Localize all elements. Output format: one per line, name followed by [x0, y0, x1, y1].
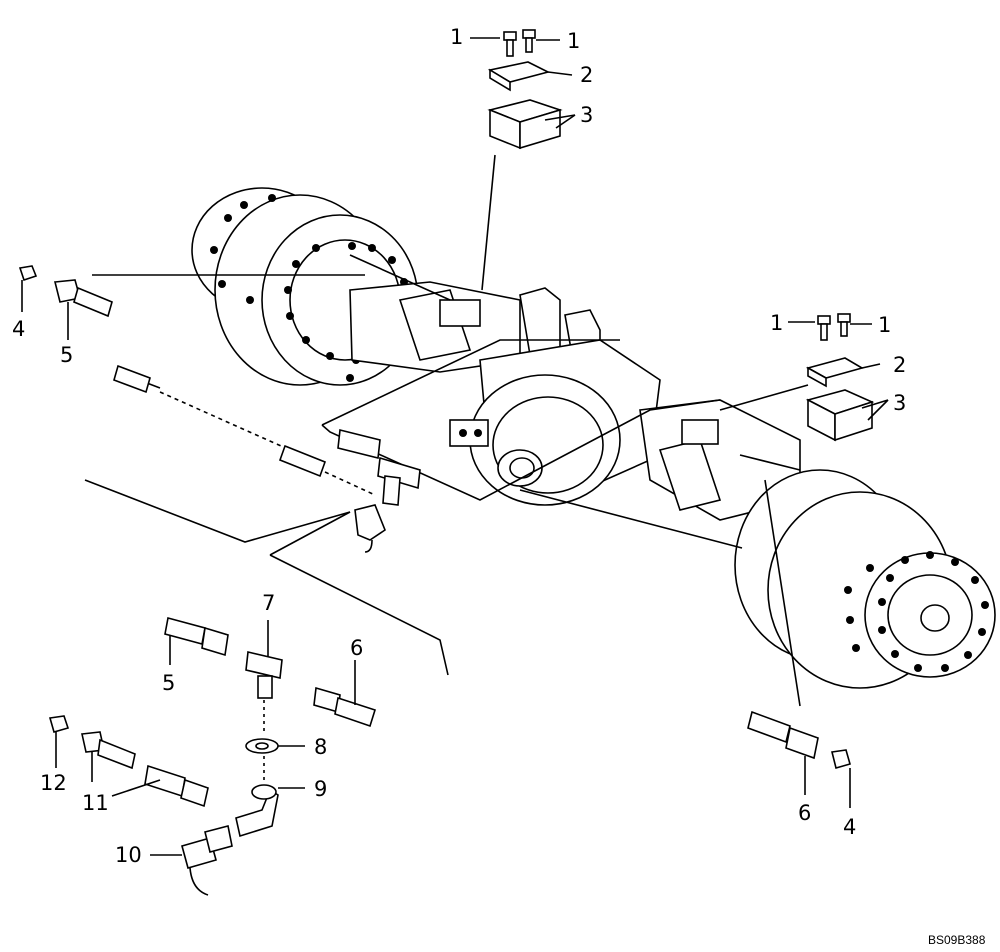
callout-4a: 4 — [12, 317, 25, 341]
callout-2a: 2 — [580, 63, 593, 87]
callout-labels: 1 1 2 3 1 1 2 3 4 5 7 5 6 8 9 12 11 10 6… — [12, 25, 906, 867]
callout-5a: 5 — [60, 343, 73, 367]
callout-1b: 1 — [567, 29, 580, 53]
right-wheel-hub — [734, 469, 996, 689]
callout-10: 10 — [115, 843, 142, 867]
diagram-reference-code: BS09B388 — [928, 933, 986, 947]
callout-1c: 1 — [770, 311, 783, 335]
breather-12 — [48, 715, 70, 733]
callout-3b: 3 — [893, 391, 906, 415]
elbow-9 — [235, 788, 279, 838]
lower-fittings — [48, 617, 376, 896]
callout-3a: 3 — [580, 103, 593, 127]
callout-6a: 6 — [350, 636, 363, 660]
left-breather-fittings — [18, 265, 365, 340]
differential-housing — [449, 339, 661, 506]
callout-2b: 2 — [893, 353, 906, 377]
callout-7: 7 — [262, 591, 275, 615]
fitting-5 — [164, 617, 206, 645]
bracket-line — [84, 479, 351, 543]
callout-9: 9 — [314, 777, 327, 801]
callout-6b: 6 — [798, 801, 811, 825]
brake-pipe-upper — [321, 339, 620, 426]
top-bracket-parts — [470, 29, 576, 291]
coupling-10 — [181, 837, 217, 869]
callout-8: 8 — [314, 735, 327, 759]
fitting-7-tee — [245, 651, 283, 679]
right-bracket-parts — [719, 313, 889, 442]
callout-1a: 1 — [450, 25, 463, 49]
callout-11: 11 — [82, 791, 109, 815]
callout-4b: 4 — [843, 815, 856, 839]
callout-12: 12 — [40, 771, 67, 795]
callout-5b: 5 — [162, 671, 175, 695]
right-lower-fittings — [519, 479, 851, 808]
callout-1d: 1 — [878, 313, 891, 337]
axle-assembly — [191, 187, 996, 689]
left-brake-line-chain — [113, 364, 421, 553]
